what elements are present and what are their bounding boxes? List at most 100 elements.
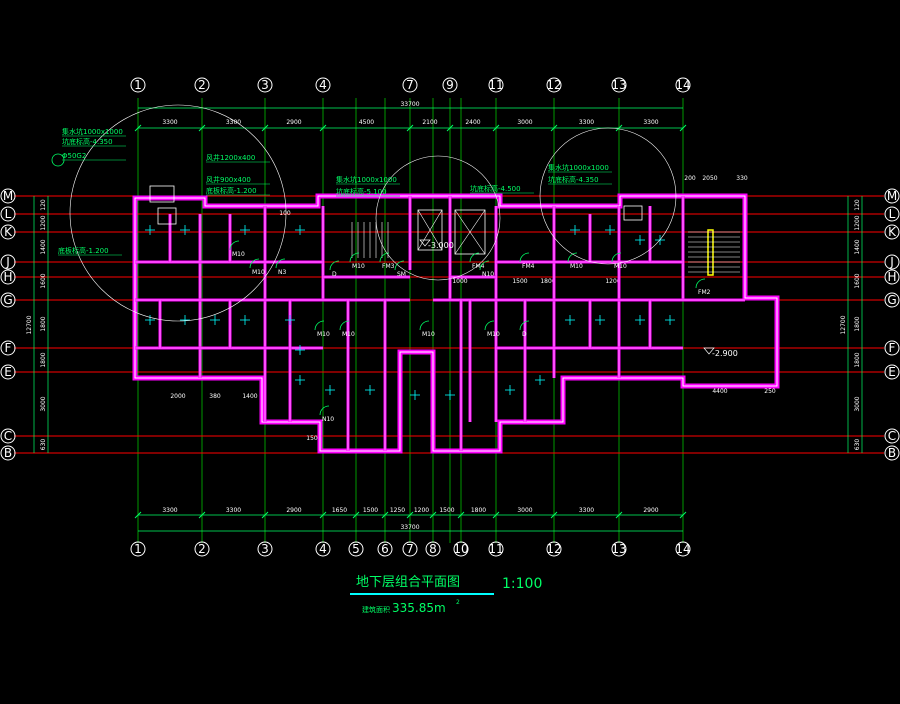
door-tag-4: FM3	[382, 263, 395, 270]
dim-right-seg-3: 1600	[854, 273, 861, 288]
note-n2: 坑底标高-4.350	[62, 137, 113, 146]
door-swing-14	[519, 320, 530, 331]
axis-label-right-F: F	[889, 341, 896, 355]
dim-misc-9: 1500	[512, 278, 527, 285]
area-value: 335.85m	[392, 601, 446, 615]
axis-bubble-top-14	[675, 77, 691, 93]
tick-bottom-12	[679, 511, 687, 519]
axis-bubble-right-B	[884, 445, 900, 461]
door-tag-14: D	[522, 331, 527, 338]
dim-top-span-5: 2400	[465, 119, 480, 126]
axis-label-right-C: C	[888, 429, 896, 443]
dim-misc-5: 150	[306, 435, 318, 442]
axis-label-top-7: 7	[406, 78, 414, 92]
axis-label-right-J: J	[889, 255, 894, 269]
axis-label-top-3: 3	[261, 78, 269, 92]
dim-bottom-span-5: 1250	[390, 507, 405, 514]
axis-label-left-B: B	[4, 446, 12, 460]
axis-label-bottom-10: 10	[453, 542, 468, 556]
area-label: 建筑面积	[362, 605, 390, 614]
dim-misc-2: 1400	[242, 393, 257, 400]
tick-top-7	[550, 124, 558, 132]
door-tag-12: M10	[422, 331, 435, 338]
axis-label-bottom-8: 8	[429, 542, 437, 556]
axis-bubble-top-13	[611, 77, 627, 93]
note-n11: 坑底标高-4.350	[548, 175, 599, 184]
dim-left-seg-2: 1400	[40, 239, 47, 254]
door-tag-15: D	[332, 271, 337, 278]
note-n8: 坑底标高-5.100	[336, 187, 387, 196]
axis-bubble-top-3	[257, 77, 273, 93]
dim-left-seg-3: 1600	[40, 273, 47, 288]
note-n5: 风井900x400	[206, 175, 251, 184]
axis-bubble-top-2	[194, 77, 210, 93]
axis-bubble-top-12	[546, 77, 562, 93]
dim-top-span-8: 3300	[643, 119, 658, 126]
tick-top-8	[615, 124, 623, 132]
elevation-1: -2.900	[712, 349, 738, 358]
axis-bubble-left-J	[0, 254, 16, 270]
dim-misc-13: 200	[684, 175, 696, 182]
dim-misc-0: 2000	[170, 393, 185, 400]
dim-misc-7: 1000	[452, 278, 467, 285]
door-tag-10: M10	[317, 331, 330, 338]
axis-bubble-bottom-10	[453, 541, 469, 557]
axis-bubble-bottom-1	[130, 541, 146, 557]
axis-bubble-top-11	[488, 77, 504, 93]
door-tag-3: M10	[352, 263, 365, 270]
axis-bubble-top-9	[442, 77, 458, 93]
dim-top-span-2: 2900	[286, 119, 301, 126]
tick-top-1	[198, 124, 206, 132]
axis-label-bottom-6: 6	[381, 542, 389, 556]
dim-bottom-span-11: 2900	[643, 507, 658, 514]
axis-bubble-left-F	[0, 340, 16, 356]
door-swing-13	[484, 320, 495, 331]
axis-bubble-right-J	[884, 254, 900, 270]
axis-bubble-left-K	[0, 224, 16, 240]
dim-right-seg-0: 120	[854, 199, 861, 211]
axis-bubble-right-C	[884, 428, 900, 444]
door-swing-2	[275, 258, 286, 269]
axis-label-left-K: K	[4, 225, 13, 239]
door-swing-12	[419, 320, 430, 331]
outer-wall-core	[134, 195, 778, 452]
tick-bottom-8	[457, 511, 465, 519]
axis-label-bottom-11: 11	[488, 542, 503, 556]
door-tag-13: M10	[487, 331, 500, 338]
axis-bubble-bottom-2	[194, 541, 210, 557]
tick-top-6	[492, 124, 500, 132]
tick-bottom-9	[492, 511, 500, 519]
door-tag-18: N10	[322, 416, 334, 423]
door-tag-6: FM4	[522, 263, 535, 270]
dim-misc-3: 4400	[712, 388, 727, 395]
elevator-shaft-2	[454, 209, 486, 255]
axis-bubble-left-H	[0, 269, 16, 285]
dim-bottom-span-3: 1650	[332, 507, 347, 514]
door-tag-0: M10	[232, 251, 245, 258]
tick-top-0	[134, 124, 142, 132]
dim-misc-4: 250	[764, 388, 776, 395]
door-swing-9	[695, 278, 706, 289]
dim-right-seg-5: 1800	[854, 352, 861, 367]
dim-bottom-total: 33700	[400, 524, 419, 531]
dim-bottom-span-0: 3300	[162, 507, 177, 514]
dim-right-seg-4: 1800	[854, 316, 861, 331]
dim-top-total: 33700	[400, 101, 419, 108]
door-swing-7	[567, 252, 578, 263]
elevator-x2	[417, 209, 443, 251]
tick-bottom-3	[319, 511, 327, 519]
dim-bottom-span-2: 2900	[286, 507, 301, 514]
door-tag-11: M10	[342, 331, 355, 338]
axis-bubble-right-F	[884, 340, 900, 356]
dim-left-seg-7: 630	[40, 439, 47, 451]
axis-label-bottom-12: 12	[546, 542, 561, 556]
elevator-shaft-1	[417, 209, 443, 251]
dim-top-span-3: 4500	[359, 119, 374, 126]
tick-top-5	[446, 124, 454, 132]
tick-bottom-2	[261, 511, 269, 519]
